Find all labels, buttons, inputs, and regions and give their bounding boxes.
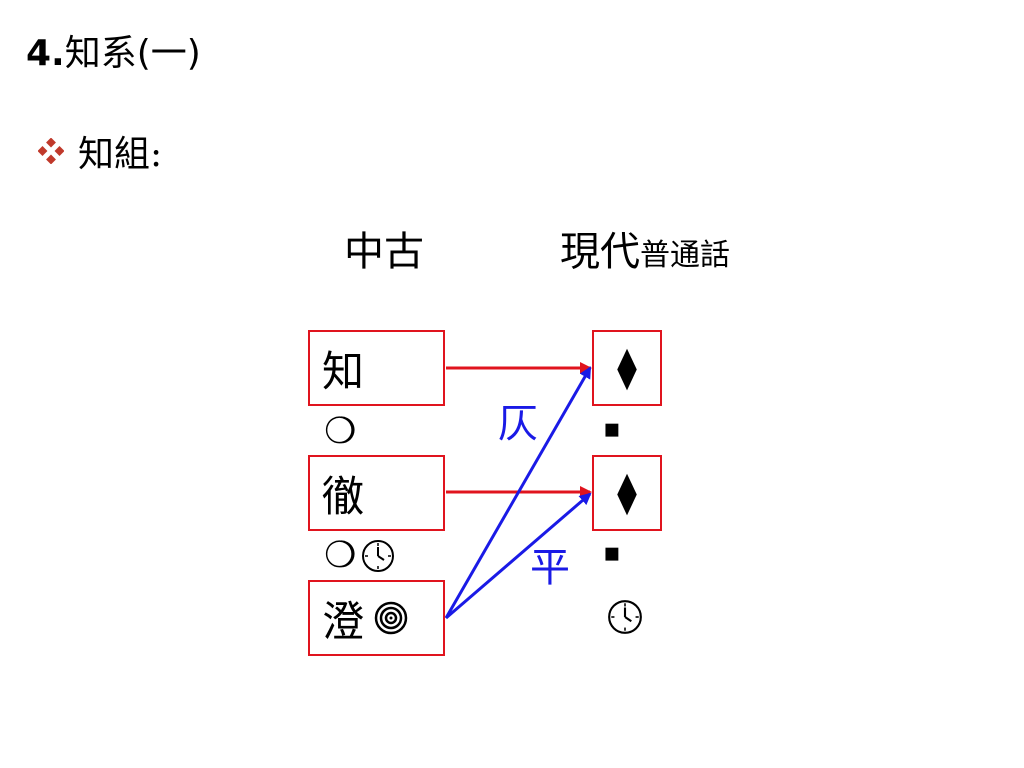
diamond-icon: ⧫ <box>617 470 637 516</box>
clock-icon <box>608 600 642 634</box>
column-header-middle-chinese: 中古 <box>344 229 424 275</box>
clock-icon <box>362 540 395 572</box>
box-zhi: 知 <box>308 330 445 406</box>
char-zhi: 知 <box>322 346 365 396</box>
note-che: ❍ <box>324 538 396 574</box>
title-text: 知系(一) <box>64 33 201 74</box>
note-che-symbol: ❍ <box>324 535 357 576</box>
bullet-label: 知組: <box>78 134 163 175</box>
note-zhi: ❍ <box>324 411 357 452</box>
char-cheng: 澄 <box>322 596 365 646</box>
column-header-sub: 普通話 <box>640 238 730 273</box>
tone-label-ping: 平 <box>530 545 570 591</box>
box-modern-top: ⧫ <box>592 330 662 406</box>
title-number: 4. <box>26 33 65 74</box>
target-icon <box>374 601 408 635</box>
note-modern-bottom: ▪ <box>603 538 621 568</box>
diamond-icon: ⧫ <box>617 345 637 391</box>
diamond-cluster-icon <box>38 138 64 164</box>
arrow-cheng-to-bottom <box>445 492 592 620</box>
column-header-modern-mandarin: 現代普通話 <box>560 228 730 280</box>
char-che: 徹 <box>322 471 365 521</box>
arrow-cheng-to-top <box>444 366 592 619</box>
bullet-item: 知組: <box>38 124 162 178</box>
tone-label-ze: 仄 <box>498 401 538 447</box>
box-cheng: 澄 <box>308 580 445 656</box>
note-modern-top: ▪ <box>603 414 621 444</box>
page-title: 4.知系(一) <box>26 30 201 78</box>
box-modern-bottom: ⧫ <box>592 455 662 531</box>
box-che: 徹 <box>308 455 445 531</box>
column-header-main: 現代 <box>560 229 640 275</box>
